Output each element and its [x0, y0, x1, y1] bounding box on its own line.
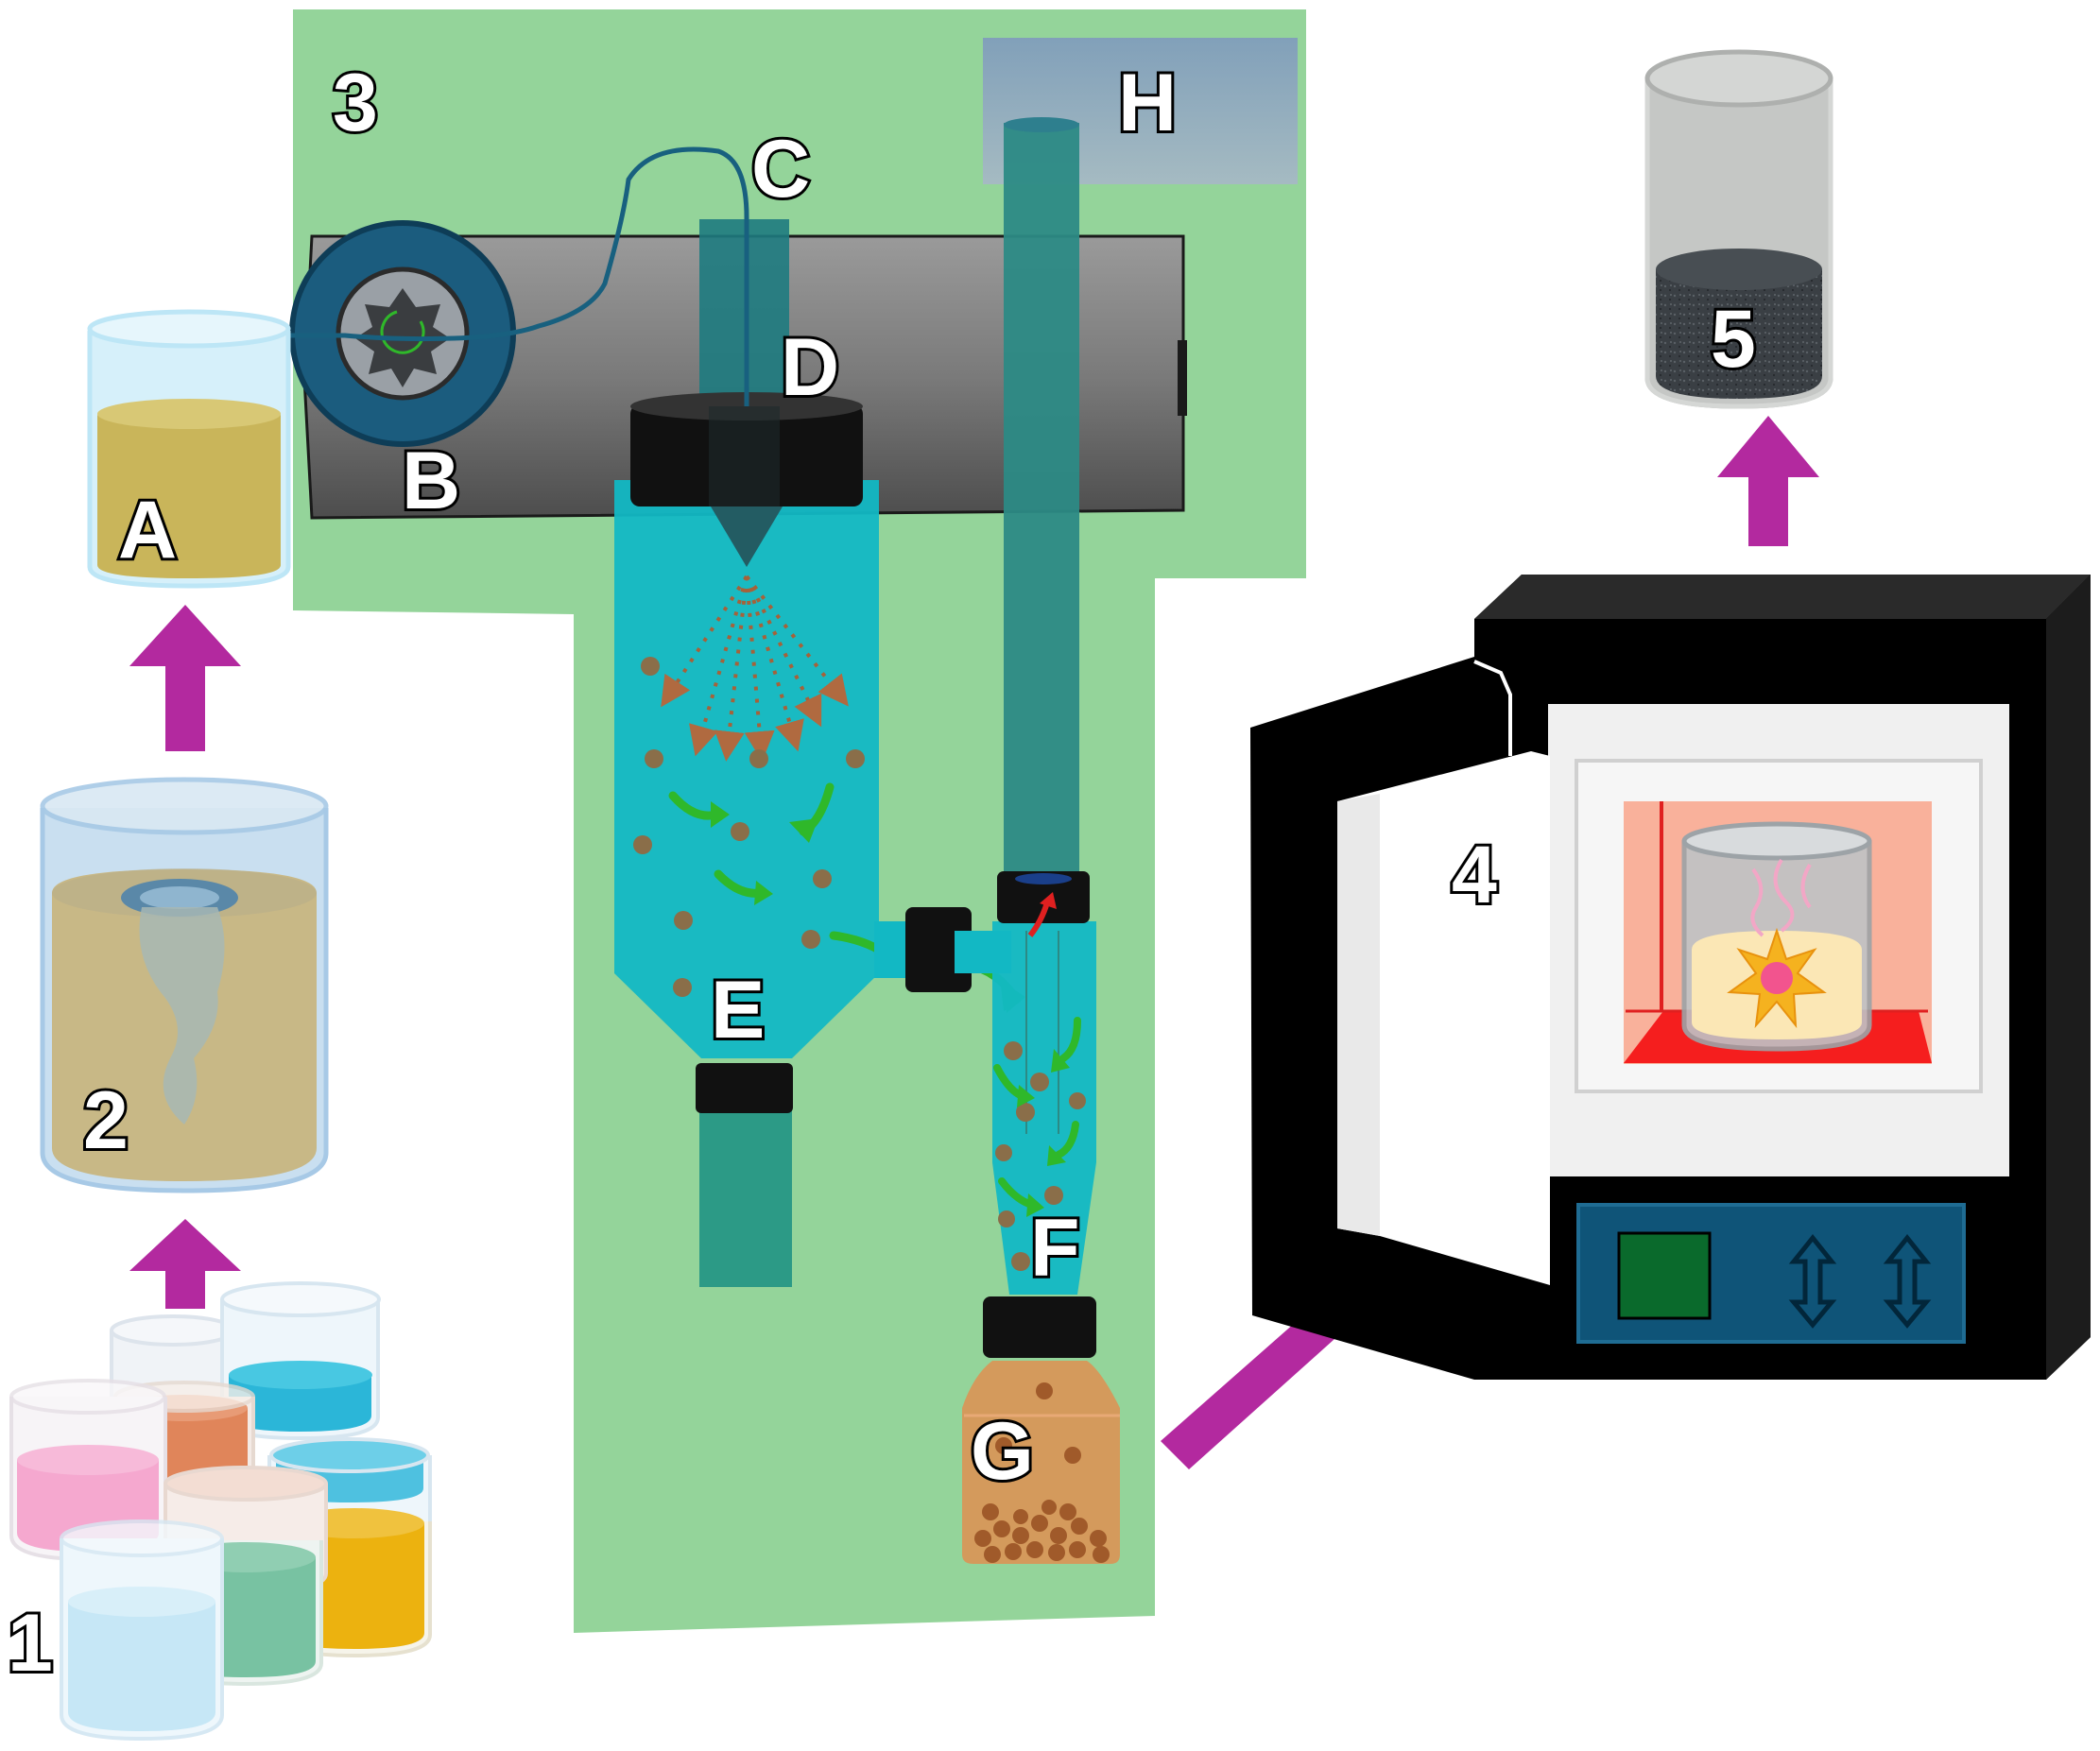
mixing-beaker	[40, 777, 329, 1193]
label-step-3: 3	[333, 58, 378, 148]
label-nozzle-D: D	[781, 322, 839, 413]
outlet-tube	[1004, 123, 1079, 879]
label-step-1: 1	[8, 1598, 53, 1689]
spray-pattern	[661, 575, 849, 762]
label-cyclone-F: F	[1030, 1203, 1080, 1294]
cyclone-particles	[995, 1041, 1086, 1271]
furnace-adjust-arrows	[1788, 1233, 1932, 1329]
label-step-5: 5	[1711, 294, 1756, 385]
cyclone-top-coupling	[997, 871, 1090, 923]
droplet-particles	[633, 657, 865, 997]
label-exhaust-H: H	[1118, 58, 1177, 148]
peristaltic-pump	[289, 220, 516, 447]
label-feed-solution-A: A	[118, 485, 177, 575]
precursor-beakers	[9, 1281, 432, 1742]
furnace-power-button	[1617, 1231, 1712, 1320]
product-beaker	[1644, 49, 1833, 409]
muffle-furnace	[1250, 575, 2091, 1380]
label-step-4: 4	[1452, 830, 1497, 920]
powder-collector	[962, 1361, 1120, 1564]
label-step-2: 2	[83, 1075, 129, 1166]
label-collector-G: G	[971, 1406, 1034, 1497]
label-pump-B: B	[402, 436, 460, 526]
label-chamber-E: E	[711, 965, 765, 1056]
collected-powder	[974, 1382, 1110, 1563]
chamber-bottom-coupling	[696, 1063, 793, 1113]
cyclone-bottom-coupling	[983, 1296, 1096, 1358]
label-inlet-C: C	[751, 124, 810, 215]
feed-beaker	[87, 309, 291, 589]
